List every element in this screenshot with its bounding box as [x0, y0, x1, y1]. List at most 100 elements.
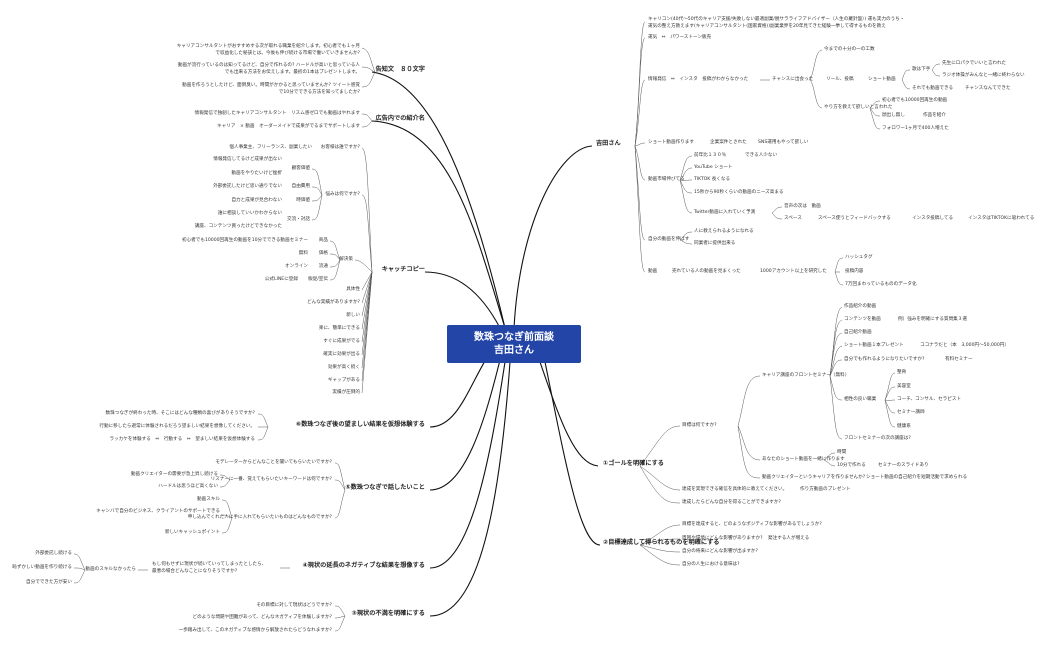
link-notice	[371, 71, 506, 329]
node: セミナー講師	[897, 410, 925, 415]
node: 情報発信してるけど成果が出ない	[213, 157, 282, 162]
branch-talk[interactable]: ⑤数珠つなぎで話したいこと	[345, 484, 426, 491]
node: 申し込んでくれた人に手に入れてもらいたいものはどんなものですか?	[187, 515, 332, 520]
node: 売れている人の動画を見まくった	[672, 269, 741, 274]
node: チャンスに出会った	[772, 77, 814, 82]
node: コーチ、コンサル、セラピスト	[897, 397, 962, 402]
node: 音声の次は 動画	[784, 204, 821, 209]
node: 恥ずかしい動画を作り続ける	[12, 565, 72, 570]
node: 歌は下手	[912, 67, 931, 72]
node: 行動に移したら避常に体験されるだろう望ましい結果を想像してください。	[99, 424, 255, 429]
central-node[interactable]: 数珠つなぎ前面談 吉田さん	[447, 325, 581, 363]
branch-negative[interactable]: ④現状の延長のネガティブな結果を想像する	[302, 562, 425, 569]
node: キャリア × 動画 オーダーメイドで成果がでるまでサポートします	[217, 124, 360, 129]
node: もし何もせずに現状が続いていってしまったとしたら、	[152, 562, 267, 567]
link-achieve	[544, 361, 601, 546]
link-ad	[371, 120, 506, 329]
node: 10分で作れる	[837, 463, 866, 468]
link-talk	[429, 359, 501, 491]
node: ショート動画	[868, 77, 896, 82]
branch-after[interactable]: ⑥数珠つなぎ後の望ましい結果を仮想体験する	[296, 421, 425, 428]
node: 自分の動画を伸ばす	[648, 237, 690, 242]
node: ラッカケを体験する ⇔ 行動する ⇔ 望ましい結果を仮想体験する	[109, 437, 255, 442]
node: やり方を教えて欲しいと言われた	[824, 105, 893, 110]
branch-goal[interactable]: ①ゴールを明確にする	[603, 460, 664, 467]
node: 運気 ⇔ パワーストーン販売	[648, 35, 712, 40]
node: リール、投稿	[826, 77, 854, 82]
node: 目標を達成すると、どのようなポジティブな影響があるでしょうか?	[682, 522, 822, 527]
link-catch	[424, 271, 501, 329]
node: 価格	[318, 251, 328, 256]
node: 15秒から90秒くらいの動画のニーズ高まる	[694, 190, 784, 195]
central-title: 数珠つなぎ前面談	[474, 332, 554, 343]
node: 個人事業主、フリーランス、副業したい	[229, 145, 312, 150]
node: どのような問題や困難があって、どんなネガティブを体験しますか?	[192, 615, 332, 620]
node: 動画クリエイターというキャリアを作りませんか?	[762, 475, 866, 480]
link-goal	[539, 361, 599, 467]
node: でも出来る方法をお伝えします。最初の1本はプレゼントします。	[224, 70, 360, 75]
branch-catch[interactable]: キャッチコピー	[381, 266, 425, 273]
node: お客様は誰ですか?	[320, 145, 360, 150]
node: コンテンツを動画	[844, 317, 881, 322]
node: ギャップがある	[327, 378, 360, 383]
node: チャンスなんてできた	[965, 86, 1011, 91]
node: 流通	[318, 264, 328, 269]
node: ラジオ体操がみんなと一緒に終わらない	[942, 73, 1025, 78]
node: 実績が圧倒的	[332, 390, 360, 395]
node: YouTube ショート	[694, 165, 733, 170]
node: モデレーターからどんなことを聞いてもらいたいですか?	[215, 460, 332, 465]
branch-ad[interactable]: 広告内での紹介名	[375, 115, 426, 122]
node: 時価値	[296, 198, 310, 203]
node: ココナラだと（本 3,000円〜50,000円）	[920, 343, 1009, 348]
node: 今までの十分の一の工数	[824, 47, 875, 52]
node: 初心者でも10000回再生の動画を10分でできる動画セミナー	[181, 238, 308, 243]
node: 発注する人が増える	[768, 536, 810, 541]
central-subtitle: 吉田さん	[494, 345, 534, 356]
node: オンライン	[285, 264, 308, 269]
node: SNS運用もやって欲しい	[758, 140, 809, 145]
node: 数珠つなぎが終わった時、そこにはどんな種類の喜びがありそうですか?	[105, 411, 255, 416]
node: インスタ投稿してる	[912, 216, 954, 221]
node: 楽に、簡単にできる	[318, 326, 360, 331]
node: 外部委託したけど思い通りでない	[213, 184, 282, 189]
node: 1000アカウント以上を研究した	[760, 269, 827, 274]
node: 作品紹介の動画	[844, 304, 877, 309]
node: 顔出し無し	[882, 113, 905, 118]
node: キャリア講座のフロントセミナー（無料）	[762, 373, 850, 378]
node: スペース使うとフィードバックする	[818, 216, 891, 221]
node: 一歩踏み出して、このネガティブな感情から解放されたらどうなれますか?	[178, 628, 332, 633]
node: あなたのショート動画を一緒に作ります	[762, 457, 845, 462]
node: 動画を作ろうとしたけど、面倒臭い。時間がかかると思っていませんか? ツイート感覚	[182, 83, 360, 88]
node: キャリコン(40代〜50代のキャリア支援/失敗しない最適副業/脱サラライフアドバ…	[648, 17, 905, 22]
node: すぐに成果がでる	[323, 339, 360, 344]
node: TIKTOK 長くなる	[694, 177, 731, 182]
node: 動画	[648, 269, 658, 274]
branch-yoshida[interactable]: 吉田さん	[596, 140, 621, 147]
node: 悩みは何ですか?	[325, 192, 360, 197]
node: 販促/宣伝	[308, 277, 328, 282]
node: 自分でも作れるようになりたいですか?	[844, 357, 925, 362]
node: 動画をやりたいけど挫折	[231, 171, 282, 176]
node: 人に教えられるようになれる	[694, 229, 754, 234]
node: 新しいキャッシュポイント	[164, 530, 220, 535]
branch-achieve[interactable]: ②目標達成して得られるものを明確にする	[603, 539, 720, 546]
node: インスタはTIKTOKに吸われてる	[968, 216, 1035, 221]
node: 作り方動画のプレゼント	[800, 487, 851, 492]
node: 動画のスキルなかったら	[85, 567, 136, 572]
node: 具体性	[346, 287, 360, 292]
node: 無料	[298, 251, 308, 256]
node: 時間	[837, 450, 847, 455]
node: 整骨	[897, 370, 907, 375]
node: 周囲や環境にどんな影響がありますか?	[682, 536, 763, 541]
branch-fumanzoku[interactable]: ③現状の不満を明確にする	[351, 610, 425, 617]
branch-notice[interactable]: 告知文 ８０文字	[375, 66, 426, 73]
node: フロントセミナーの次の講座は?	[844, 436, 911, 441]
node: 動画スキル	[197, 497, 220, 502]
node: ショート動画の自己紹介を短期活動で求められる	[866, 475, 968, 480]
node: 相性の良い職業	[844, 397, 877, 402]
node: 公式LINEに登録	[264, 277, 298, 282]
node: 先生にロパクでいいと言われた	[942, 61, 1007, 66]
node: それでも動画できる	[912, 86, 954, 91]
node: できる人少ない	[745, 153, 778, 158]
